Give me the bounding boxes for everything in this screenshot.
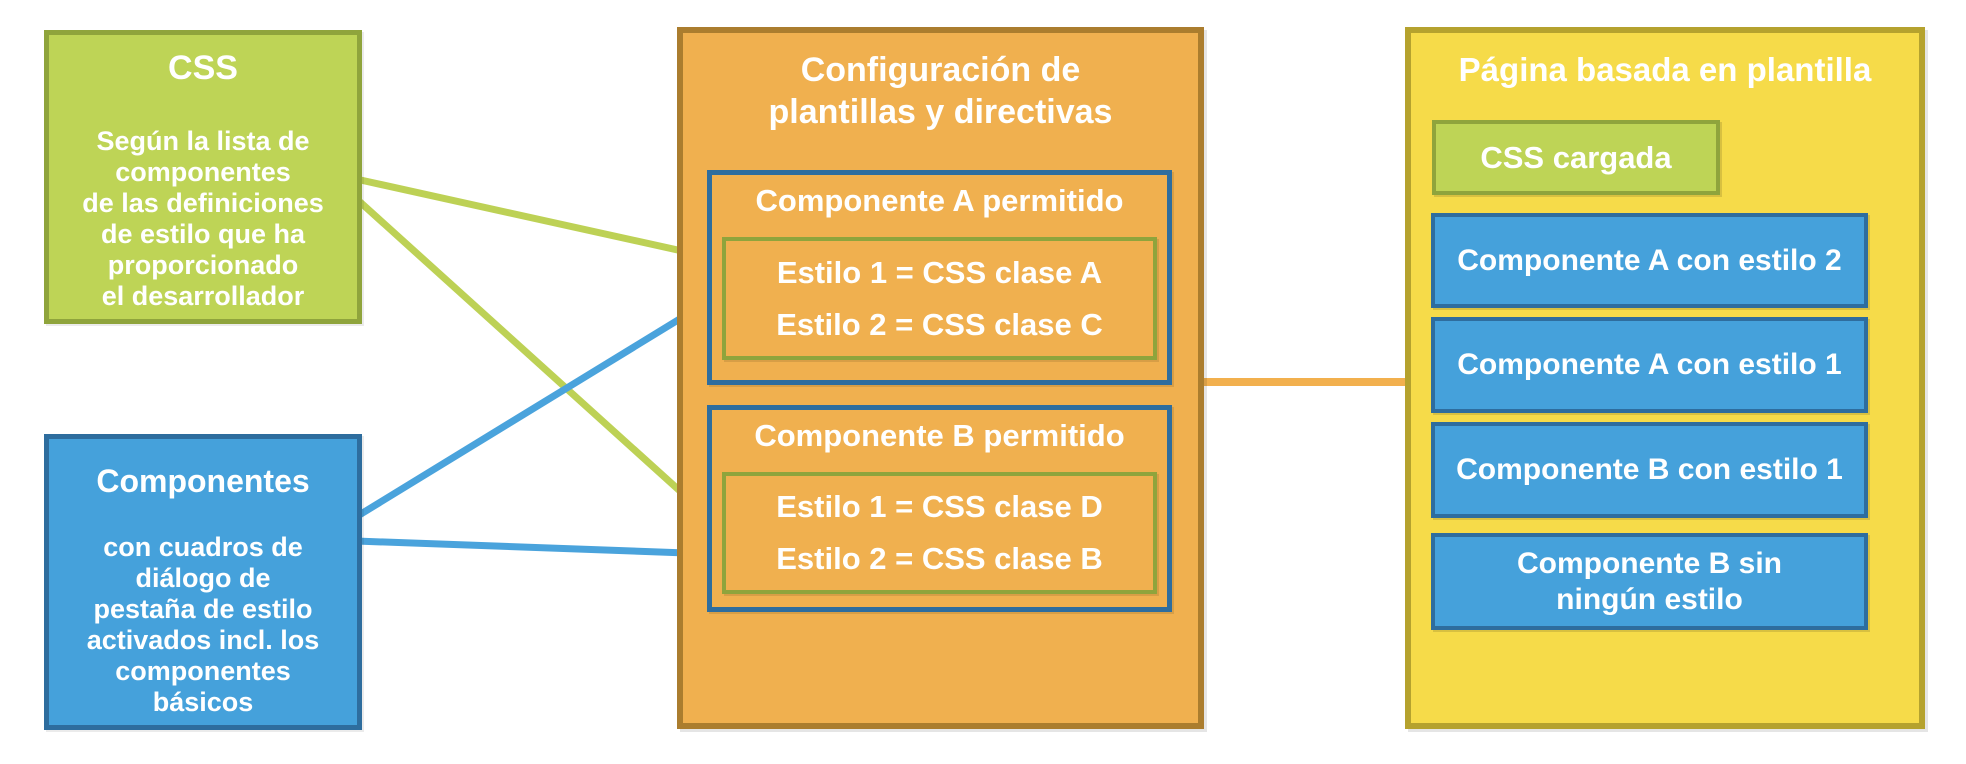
- connector-components-to-component-a: [352, 294, 718, 521]
- components-source-description: con cuadros de diálogo de pestaña de est…: [86, 532, 320, 717]
- components-source-title: Componentes: [96, 463, 310, 499]
- style-map-component-b: Estilo 1 = CSS clase D Estilo 2 = CSS cl…: [722, 472, 1157, 594]
- css-loaded-box: CSS cargada: [1432, 120, 1720, 195]
- connector-components-to-component-b: [352, 537, 718, 558]
- template-page-box: Página basada en plantilla CSS cargada C…: [1405, 27, 1925, 729]
- component-a-allowed-box: Componente A permitido Estilo 1 = CSS cl…: [707, 170, 1172, 385]
- template-page-title: Página basada en plantilla: [1458, 51, 1872, 88]
- page-row-component-a-style-2: Componente A con estilo 2: [1431, 213, 1868, 308]
- component-b-allowed-box: Componente B permitido Estilo 1 = CSS cl…: [707, 405, 1172, 612]
- connector-css-to-style-map-b: [356, 198, 736, 542]
- component-b-allowed-title: Componente B permitido: [754, 418, 1125, 453]
- page-row-component-a-style-1: Componente A con estilo 1: [1431, 317, 1868, 413]
- style-mapping: Estilo 1 = CSS clase D: [776, 489, 1103, 524]
- css-source-box: CSS Según la lista de componentes de las…: [44, 30, 362, 324]
- config-box-title: Configuración de plantillas y directivas: [768, 51, 1113, 131]
- component-a-allowed-title: Componente A permitido: [755, 183, 1124, 218]
- css-source-description: Según la lista de componentes de las def…: [82, 126, 324, 311]
- style-mapping: Estilo 1 = CSS clase A: [776, 254, 1103, 290]
- style-mapping: Estilo 2 = CSS clase B: [776, 541, 1103, 576]
- connector-css-to-style-map-a: [352, 175, 736, 266]
- css-source-title: CSS: [168, 49, 238, 87]
- style-mapping: Estilo 2 = CSS clase C: [776, 306, 1103, 342]
- page-row-component-b-no-style: Componente B sin ningún estilo: [1431, 533, 1868, 630]
- config-box: Configuración de plantillas y directivas…: [677, 27, 1204, 729]
- page-row-component-b-style-1: Componente B con estilo 1: [1431, 422, 1868, 518]
- components-source-box: Componentes con cuadros de diálogo de pe…: [44, 434, 362, 730]
- style-map-component-a: Estilo 1 = CSS clase A Estilo 2 = CSS cl…: [722, 237, 1157, 360]
